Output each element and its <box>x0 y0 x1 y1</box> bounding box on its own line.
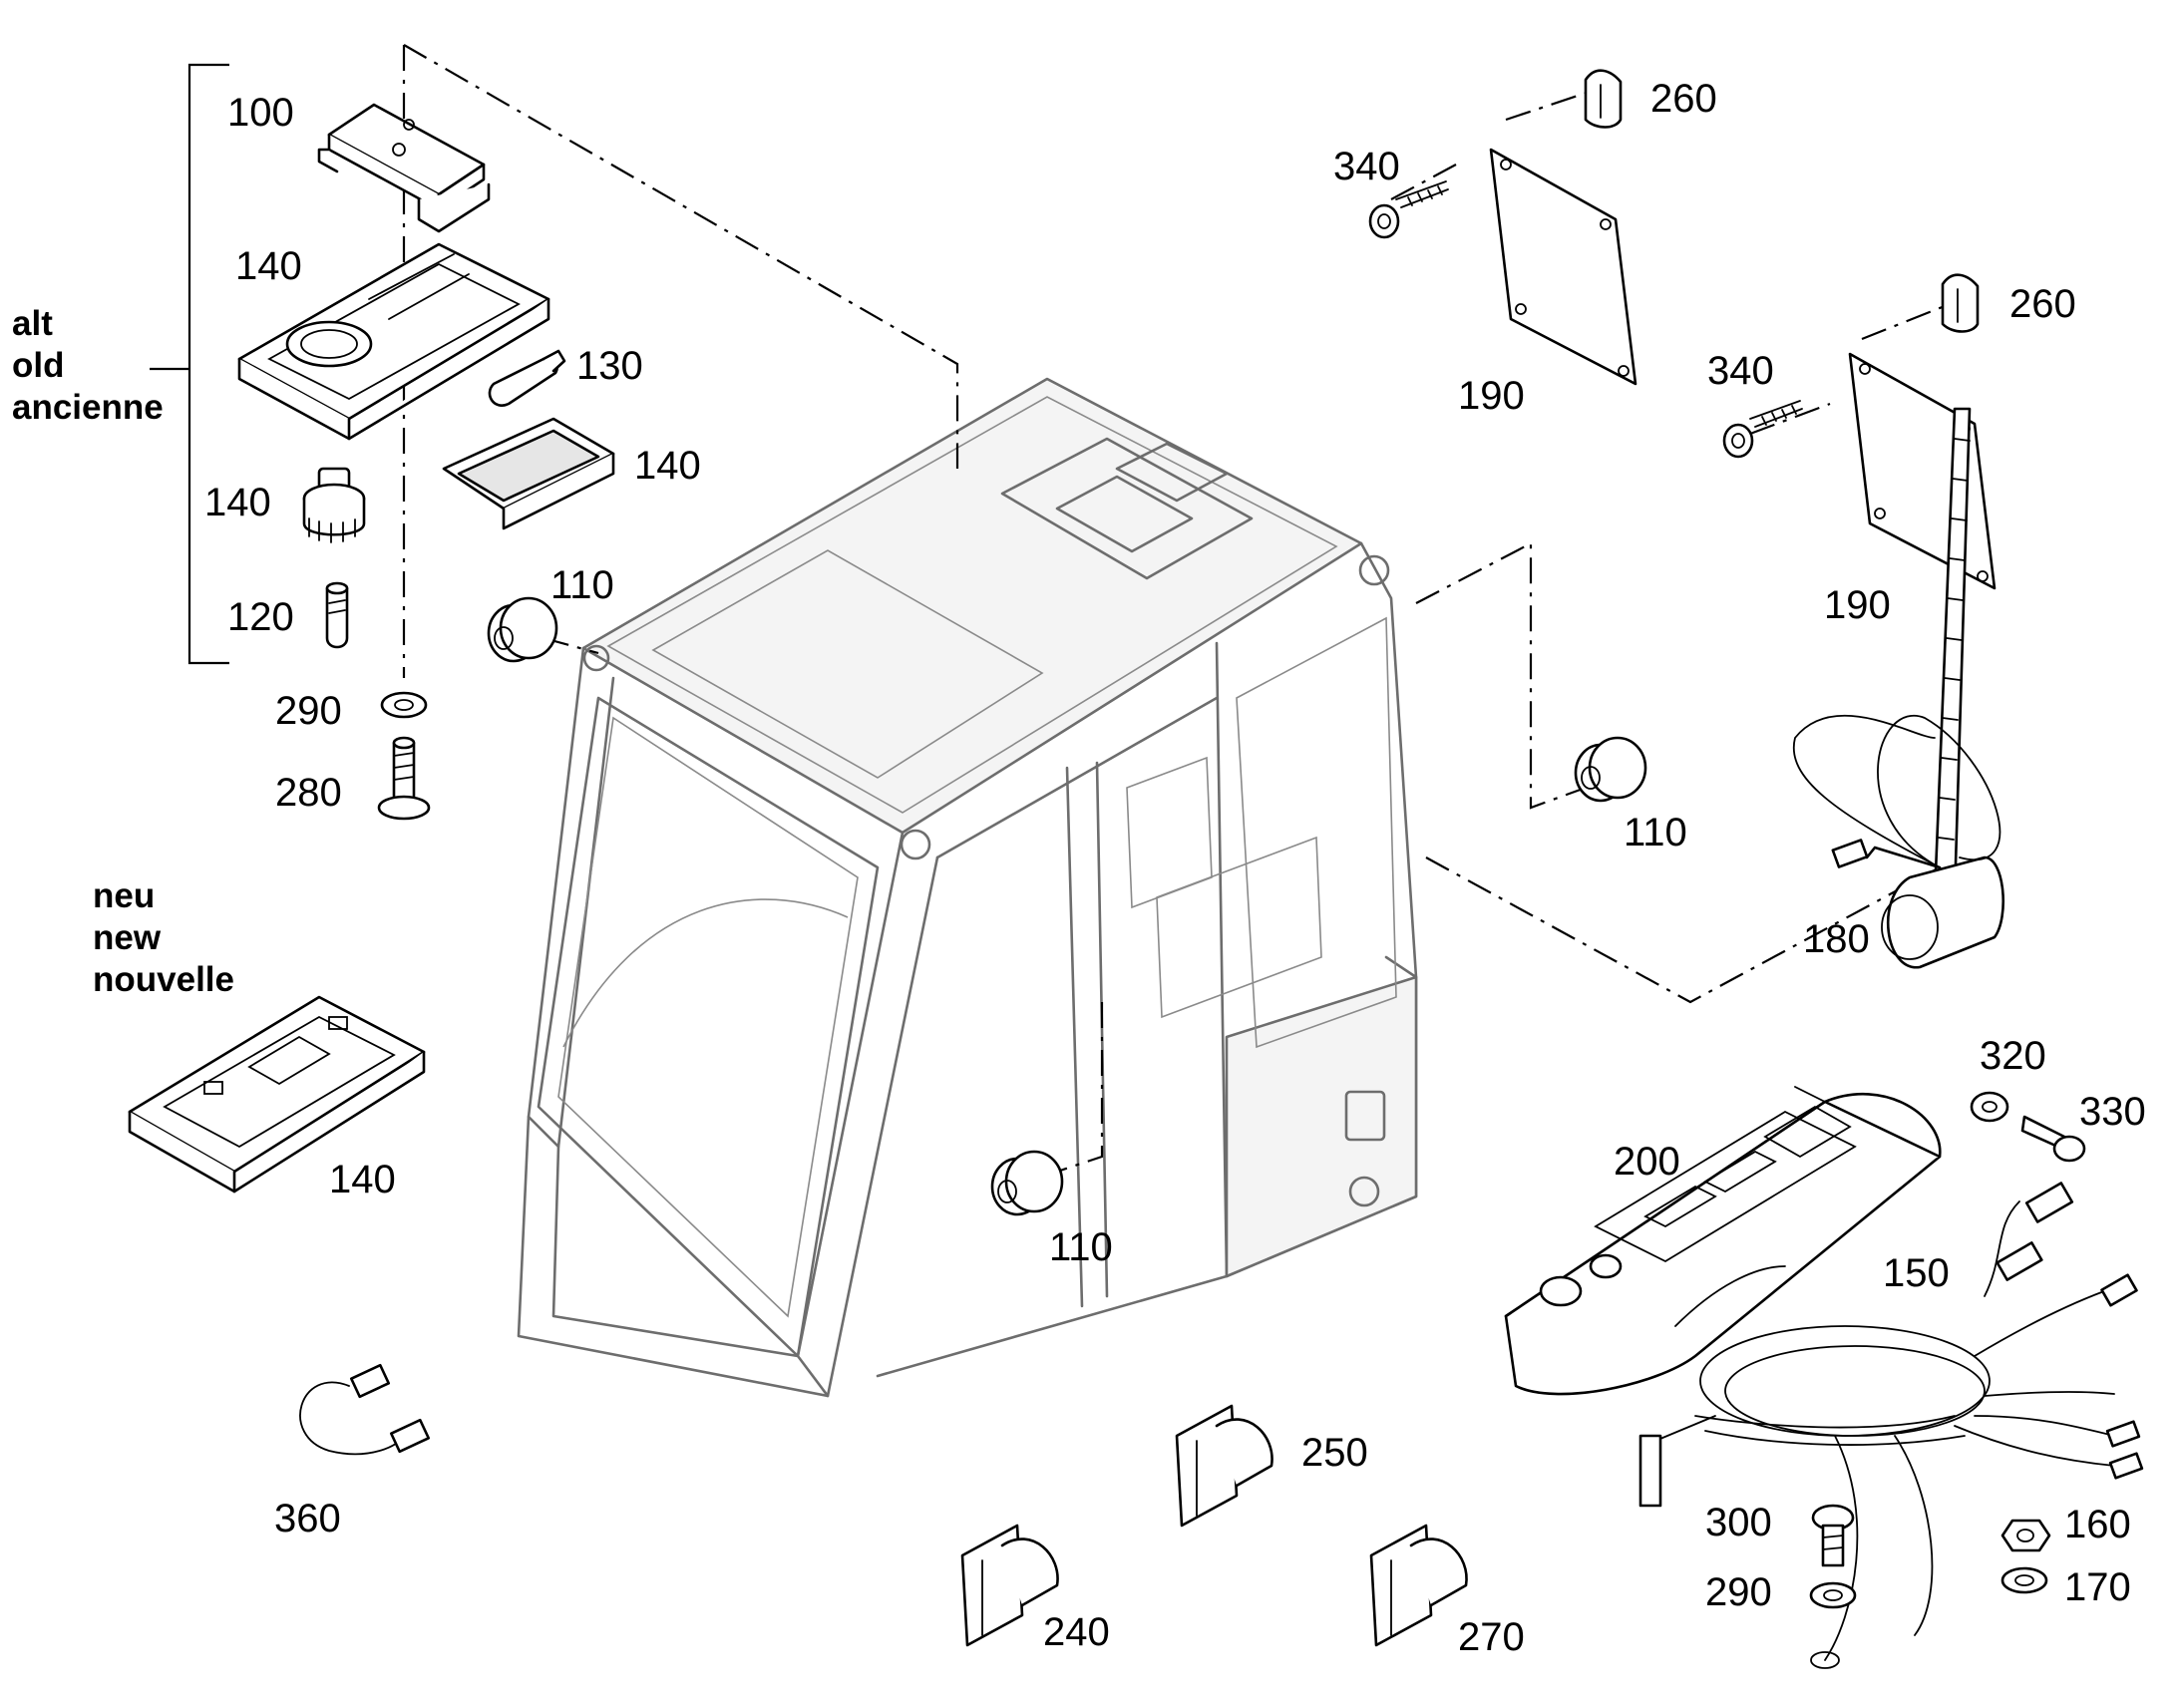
label-110-top: 110 <box>550 563 614 607</box>
part-260-clip-a <box>1584 69 1623 129</box>
part-140-lamp-lens <box>442 417 615 530</box>
part-330-bolt <box>2020 1115 2086 1163</box>
part-170-washer <box>2000 1566 2048 1594</box>
part-290-washer-bottom <box>1809 1581 1857 1609</box>
part-290-washer-top <box>380 691 428 719</box>
label-290-top: 290 <box>275 689 342 733</box>
note-old-line-2: old <box>12 346 64 385</box>
note-old-variant: alt old ancienne <box>12 304 164 427</box>
label-120: 120 <box>227 595 294 639</box>
label-200: 200 <box>1614 1140 1680 1184</box>
label-260-a: 260 <box>1650 77 1717 121</box>
label-300: 300 <box>1705 1501 1772 1544</box>
part-130-bulb <box>488 349 566 407</box>
part-110-grommet-center <box>990 1150 1064 1216</box>
part-250-clip <box>1175 1404 1273 1528</box>
part-labels: 100 140 130 140 140 120 290 280 110 140 … <box>204 77 2146 1659</box>
part-160-nut <box>2000 1519 2051 1552</box>
note-new-line-2: new <box>93 918 162 957</box>
old-variant-bracket <box>150 63 229 665</box>
note-new-line-3: nouvelle <box>93 960 234 999</box>
part-240-clip <box>960 1524 1059 1647</box>
label-170: 170 <box>2064 1565 2131 1609</box>
label-250: 250 <box>1301 1431 1368 1475</box>
part-260-clip-b <box>1941 273 1980 333</box>
part-200-control-console <box>1504 1086 1942 1396</box>
part-140-switch-knob <box>302 467 366 543</box>
label-110-right: 110 <box>1624 811 1687 854</box>
operator-cab <box>517 377 1418 1398</box>
label-140-lamp-new: 140 <box>329 1158 396 1201</box>
part-190-cover-plate-a <box>1489 148 1637 386</box>
label-320: 320 <box>1980 1034 2046 1078</box>
label-110-center: 110 <box>1049 1225 1113 1269</box>
part-110-grommet-top <box>487 596 558 663</box>
part-270-clip <box>1369 1524 1468 1647</box>
label-340-a: 340 <box>1333 145 1400 188</box>
part-140-lamp-housing-old <box>237 242 550 441</box>
label-180: 180 <box>1803 917 1870 961</box>
note-new-variant: neu new nouvelle <box>93 876 234 999</box>
part-190-cover-plate-b <box>1848 352 1997 590</box>
label-280: 280 <box>275 771 342 815</box>
part-340-screw-a <box>1368 180 1449 239</box>
label-190-b: 190 <box>1824 583 1891 627</box>
note-old-line-1: alt <box>12 304 53 343</box>
part-120-pin <box>325 581 349 649</box>
note-old-line-3: ancienne <box>12 388 164 427</box>
label-340-b: 340 <box>1707 349 1774 393</box>
part-150-wiring-harness <box>1638 1182 2144 1669</box>
part-140-lamp-new <box>128 995 426 1194</box>
part-280-bolt <box>377 736 431 821</box>
label-290-bottom: 290 <box>1705 1570 1772 1614</box>
label-190-a: 190 <box>1458 374 1525 418</box>
part-100-bracket <box>317 103 491 233</box>
part-110-grommet-right <box>1574 736 1647 803</box>
label-330: 330 <box>2079 1090 2146 1134</box>
label-130: 130 <box>576 344 643 388</box>
label-360: 360 <box>274 1497 341 1540</box>
label-270: 270 <box>1458 1615 1525 1659</box>
part-320-washer <box>1970 1091 2009 1123</box>
part-300-screw <box>1811 1504 1855 1567</box>
part-360-cable <box>299 1363 431 1456</box>
label-140-socket: 140 <box>204 481 271 524</box>
label-260-b: 260 <box>2009 282 2076 326</box>
part-340-screw-b <box>1722 400 1803 459</box>
label-140-frame: 140 <box>235 244 302 288</box>
label-240: 240 <box>1043 1610 1110 1654</box>
label-160: 160 <box>2064 1503 2131 1546</box>
note-new-line-1: neu <box>93 876 155 915</box>
label-150: 150 <box>1883 1251 1950 1295</box>
part-180-antenna <box>1792 407 2004 969</box>
label-100: 100 <box>227 91 294 135</box>
label-140-lamp-old: 140 <box>634 444 701 488</box>
